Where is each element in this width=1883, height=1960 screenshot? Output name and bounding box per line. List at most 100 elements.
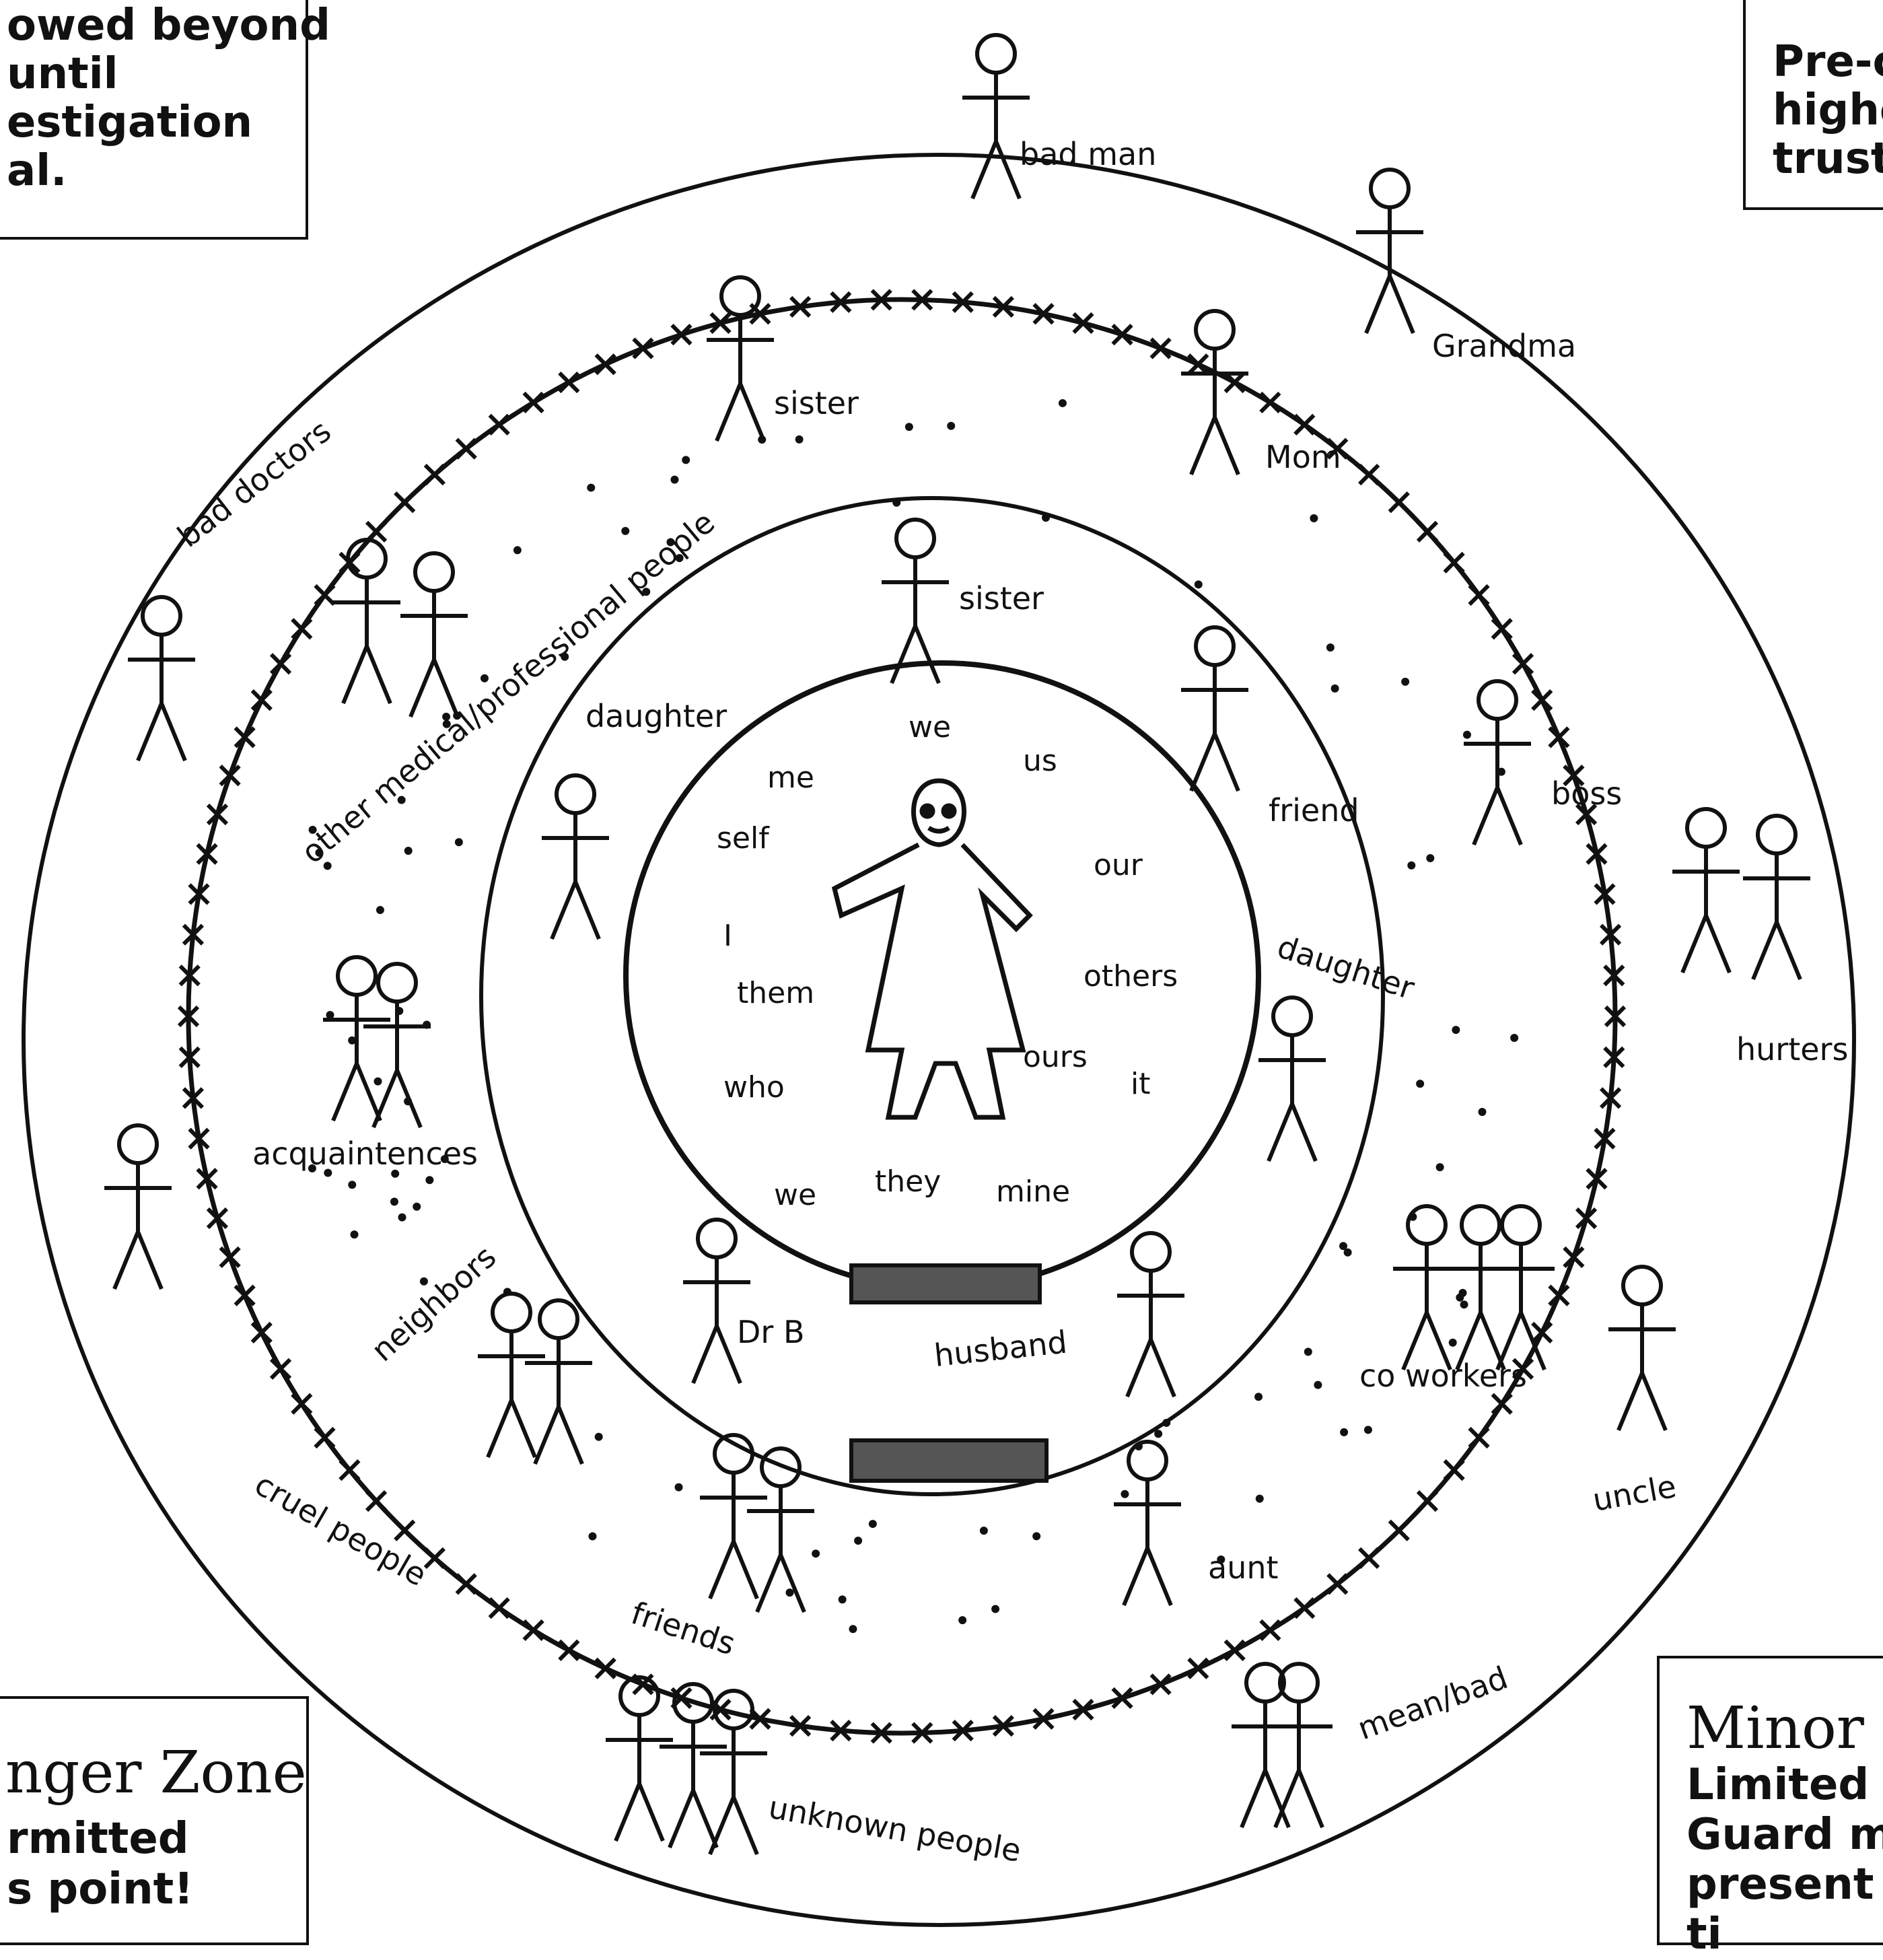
label-sister-outer: sister	[774, 385, 859, 421]
label-co-workers: co workers	[1359, 1358, 1527, 1394]
middle-gate	[851, 1440, 1046, 1481]
thorn-mark	[271, 1360, 290, 1378]
dot	[1459, 1289, 1467, 1297]
dot	[621, 527, 629, 535]
thorn-mark	[252, 691, 271, 709]
dot	[1254, 1393, 1263, 1401]
word-me: me	[767, 761, 814, 795]
thorn-mark	[1295, 415, 1314, 434]
label-daughter-left: daughter	[585, 698, 727, 734]
dot	[376, 906, 384, 914]
label-friends: friends	[627, 1595, 740, 1662]
label-sister-inner: sister	[959, 580, 1044, 617]
person-figure	[400, 553, 468, 717]
person-figure	[1265, 1664, 1333, 1827]
thorn-mark	[1549, 1286, 1568, 1305]
label-uncle: uncle	[1590, 1468, 1679, 1518]
thorn-mark	[596, 355, 615, 374]
thorn-mark	[1225, 373, 1244, 392]
thorn-mark	[1260, 393, 1279, 412]
person-figure	[478, 1294, 545, 1457]
person-figure	[542, 775, 609, 939]
top-left-line-4: al.	[7, 145, 67, 197]
thorn-mark	[1470, 1428, 1489, 1447]
dot	[1121, 1490, 1129, 1498]
person-figure	[882, 520, 949, 683]
outer-circle	[24, 155, 1854, 1925]
thorn-mark	[490, 1599, 509, 1617]
thorn-mark	[559, 1641, 578, 1660]
dot	[374, 1078, 382, 1086]
dot	[1059, 399, 1067, 407]
person-figure	[683, 1220, 750, 1383]
dot	[513, 546, 522, 554]
person-figure	[1181, 627, 1248, 791]
thorn-mark	[1532, 691, 1551, 709]
label-other-medical: other medical/professional people	[294, 504, 721, 871]
thorn-mark	[252, 1323, 271, 1342]
person-figure	[1356, 170, 1423, 333]
dot	[595, 1433, 603, 1441]
top-right-line-1: Pre-c	[1773, 36, 1883, 88]
label-neighbors: neighbors	[364, 1238, 503, 1368]
dot	[795, 435, 804, 444]
dot	[1310, 514, 1318, 522]
dot	[1401, 678, 1409, 686]
dot	[869, 1520, 877, 1528]
dot	[839, 1595, 847, 1603]
bottom-right-line-3: present a	[1686, 1859, 1883, 1910]
person-figure	[1672, 809, 1740, 973]
dot	[812, 1549, 820, 1558]
person-figure	[606, 1677, 673, 1841]
dot	[413, 1203, 421, 1211]
dot	[682, 456, 690, 464]
thorn-mark	[1328, 1574, 1347, 1593]
thorn-mark	[1470, 586, 1489, 604]
bottom-left-line-1: rmitted	[7, 1813, 189, 1864]
person-figure	[1181, 311, 1248, 475]
top-right-line-3: trust	[1773, 133, 1883, 184]
dot	[1452, 1026, 1460, 1034]
thorn-mark	[1390, 493, 1409, 512]
label-friend: friend	[1269, 792, 1359, 829]
thorn-mark	[1151, 1675, 1170, 1693]
thorn-mark	[1295, 1599, 1314, 1617]
dot	[1032, 1532, 1040, 1540]
thorn-mark	[1514, 654, 1532, 673]
dot	[947, 422, 955, 430]
person-figure	[333, 540, 400, 703]
top-right-box: Pre-c highe trust	[1743, 0, 1883, 210]
dot	[1326, 643, 1335, 652]
person-figure	[707, 277, 774, 441]
label-dr-b: Dr B	[737, 1314, 805, 1350]
thorn-mark	[1260, 1621, 1279, 1640]
bottom-right-line-4: ti	[1686, 1909, 1722, 1960]
word-them: them	[737, 976, 814, 1010]
person-figure	[1117, 1233, 1184, 1397]
thorn-mark	[596, 1659, 615, 1678]
word-mine: mine	[996, 1175, 1070, 1209]
thorn-mark	[1390, 1521, 1409, 1540]
dot	[404, 847, 413, 855]
thorn-mark	[1188, 355, 1207, 374]
top-left-line-3: estigation	[7, 97, 252, 148]
thorn-mark	[1359, 1549, 1378, 1568]
thorn-mark	[395, 493, 414, 512]
thorn-mark	[271, 654, 290, 673]
label-unknown-people: unknown people	[766, 1789, 1024, 1869]
dot	[1162, 1419, 1170, 1427]
label-aunt: aunt	[1208, 1549, 1279, 1586]
dot	[980, 1527, 988, 1535]
dot	[351, 1230, 359, 1238]
thorn-mark	[559, 373, 578, 392]
top-left-line-2: until	[7, 48, 118, 100]
thorn-mark	[1445, 553, 1464, 572]
dot	[1195, 580, 1203, 588]
label-bad-man: bad man	[1020, 136, 1156, 172]
fence-circle	[188, 300, 1615, 1733]
label-husband: husband	[933, 1324, 1069, 1374]
dot	[1256, 1495, 1264, 1503]
thorn-mark	[490, 415, 509, 434]
